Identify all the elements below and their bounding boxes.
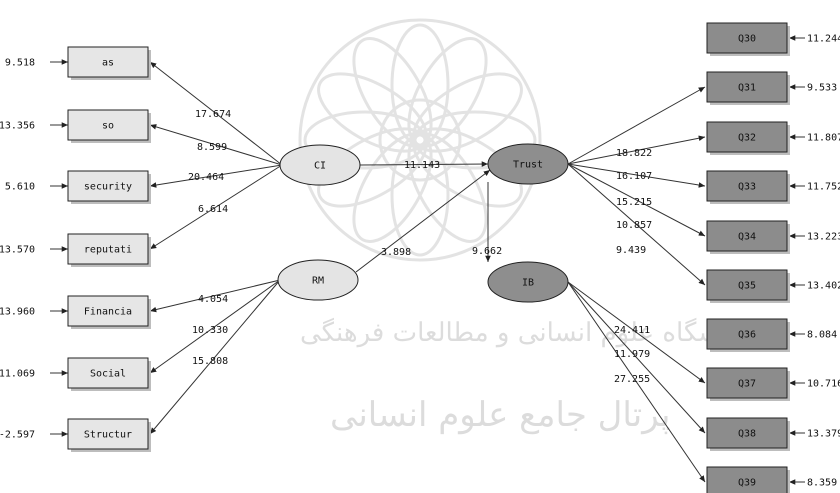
loading-value-structur: 15.808 [192, 356, 228, 367]
loading-value-q39: 27.255 [614, 374, 650, 385]
indicator-reputati[interactable]: reputati [67, 233, 151, 267]
indicator-social[interactable]: Social [67, 357, 151, 391]
error-value-as: 9.518 [5, 58, 35, 69]
latent-trust[interactable]: Trust [487, 143, 569, 185]
indicator-financia[interactable]: Financia [67, 295, 151, 329]
indicator-q33[interactable]: Q33 [706, 170, 790, 204]
error-value-financia: 13.960 [0, 307, 35, 318]
loading-arrow-as [149, 61, 283, 166]
indicator-q30[interactable]: Q30 [706, 22, 790, 56]
loading-value-as: 17.674 [195, 109, 231, 120]
loading-arrow-q33 [567, 163, 706, 188]
indicator-reputati-label: reputati [84, 245, 132, 256]
loading-value-q38: 11.979 [614, 349, 650, 360]
indicator-financia-label: Financia [84, 307, 132, 318]
indicator-q37-label: Q37 [738, 379, 756, 390]
indicator-structur[interactable]: Structur [67, 418, 151, 452]
loading-arrow-financia [149, 279, 281, 313]
indicator-q32[interactable]: Q32 [706, 121, 790, 155]
error-value-q39: 8.359 [807, 478, 837, 489]
loading-value-q34: 10.857 [616, 220, 652, 231]
error-value-q37: 10.716 [807, 379, 840, 390]
latent-ci-label: CI [314, 161, 326, 172]
indicator-q38[interactable]: Q38 [706, 417, 790, 451]
error-value-q32: 11.807 [807, 133, 840, 144]
loading-arrow-q34 [567, 163, 706, 237]
path-value-rm-trust: 3.898 [381, 247, 411, 258]
indicator-q31-label: Q31 [738, 83, 756, 94]
error-value-q36: 8.084 [807, 330, 837, 341]
indicator-q34-label: Q34 [738, 232, 756, 243]
indicator-q39-label: Q39 [738, 478, 756, 489]
indicator-social-label: Social [90, 369, 126, 380]
error-value-q33: 11.752 [807, 182, 840, 193]
error-value-q38: 13.379 [807, 429, 840, 440]
path-value-trust-ib: 9.662 [472, 246, 502, 257]
error-value-q30: 11.244 [807, 34, 840, 45]
error-value-social: 11.069 [0, 369, 35, 380]
indicator-as[interactable]: as [67, 46, 151, 80]
indicator-so-label: so [102, 121, 114, 132]
loading-value-q32: 16.107 [616, 171, 652, 182]
indicator-q35[interactable]: Q35 [706, 269, 790, 303]
indicator-q35-label: Q35 [738, 281, 756, 292]
indicator-q32-label: Q32 [738, 133, 756, 144]
path-value-ci-trust: 11.143 [404, 160, 440, 171]
loading-value-social: 10.330 [192, 325, 228, 336]
indicator-q30-label: Q30 [738, 34, 756, 45]
loading-arrow-q32 [567, 135, 706, 165]
error-value-q34: 13.223 [807, 232, 840, 243]
loading-arrow-q31 [567, 86, 706, 165]
loading-value-q31: 18.822 [616, 148, 652, 159]
loading-value-q33: 15.215 [616, 197, 652, 208]
path-ci-trust [359, 161, 489, 167]
indicator-q31[interactable]: Q31 [706, 71, 790, 105]
indicator-so[interactable]: so [67, 109, 151, 143]
loading-value-q37: 24.411 [614, 325, 650, 336]
loading-value-so: 8.599 [197, 142, 227, 153]
indicator-security-label: security [84, 182, 132, 193]
loading-arrow-structur [149, 279, 281, 435]
indicator-q37[interactable]: Q37 [706, 367, 790, 401]
latent-ib[interactable]: IB [487, 261, 569, 303]
loading-value-financia: 4.054 [198, 294, 228, 305]
latent-ib-label: IB [522, 278, 534, 289]
error-value-security: 5.610 [5, 182, 35, 193]
indicator-structur-label: Structur [84, 430, 132, 441]
error-value-structur: -2.597 [0, 430, 35, 441]
indicator-q33-label: Q33 [738, 182, 756, 193]
loading-arrow-so [149, 124, 283, 166]
loading-arrow-social [149, 279, 281, 374]
indicator-q36-label: Q36 [738, 330, 756, 341]
latent-ci[interactable]: CI [279, 144, 361, 186]
indicator-q38-label: Q38 [738, 429, 756, 440]
loading-arrow-reputati [149, 164, 283, 250]
loading-arrow-q37 [567, 281, 706, 384]
error-value-q35: 13.402 [807, 281, 840, 292]
indicator-q36[interactable]: Q36 [706, 318, 790, 352]
indicator-security[interactable]: security [67, 170, 151, 204]
loading-arrow-q35 [567, 163, 706, 286]
indicator-q34[interactable]: Q34 [706, 220, 790, 254]
error-value-reputati: 13.570 [0, 245, 35, 256]
latent-rm-label: RM [312, 276, 324, 287]
latent-trust-label: Trust [513, 160, 543, 171]
loading-arrow-security [149, 164, 283, 188]
error-value-so: 13.356 [0, 121, 35, 132]
indicator-q39[interactable]: Q39 [706, 466, 790, 493]
path-rm-trust [355, 169, 491, 273]
error-value-q31: 9.533 [807, 83, 837, 94]
loading-value-security: 20.464 [188, 172, 224, 183]
indicator-as-label: as [102, 58, 114, 69]
loading-value-reputati: 6.614 [198, 204, 228, 215]
loading-arrow-q39 [567, 281, 706, 483]
loading-value-q35: 9.439 [616, 245, 646, 256]
latent-rm[interactable]: RM [277, 259, 359, 301]
loading-arrow-q38 [567, 281, 706, 434]
